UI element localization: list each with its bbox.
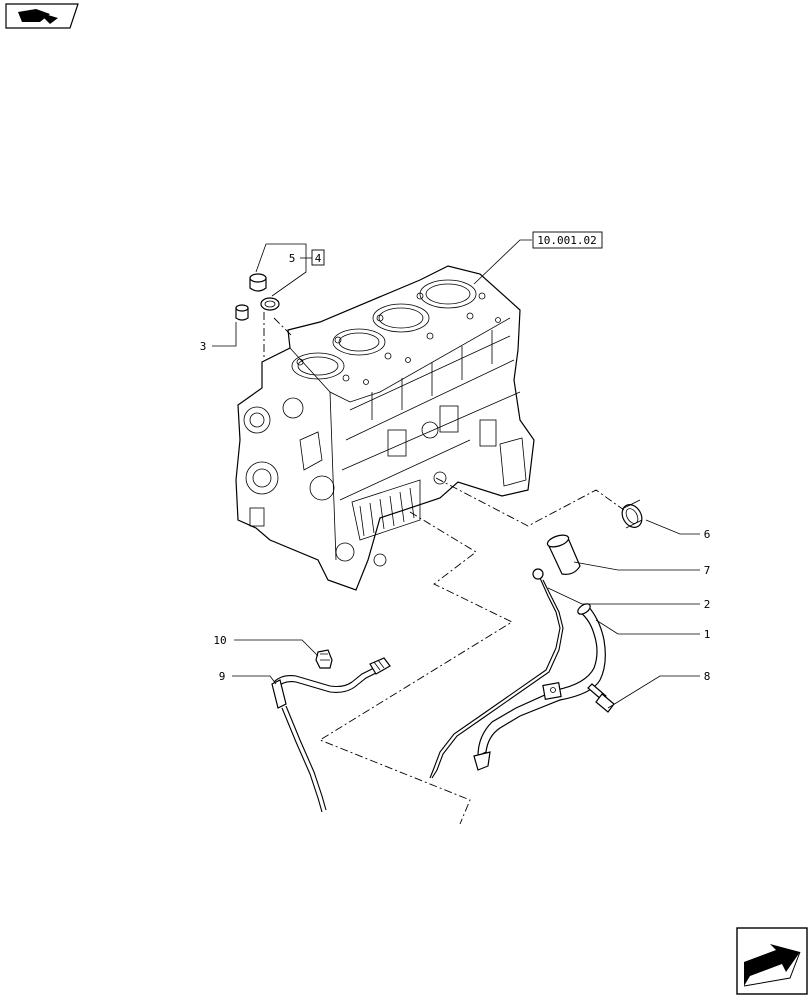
callout-1-label: 1 bbox=[704, 628, 711, 641]
engine-block bbox=[235, 265, 535, 591]
book-nav-icon[interactable] bbox=[5, 3, 79, 29]
part-1-guide-tube bbox=[473, 603, 606, 771]
next-page-arrow-icon[interactable] bbox=[736, 927, 808, 995]
callout-5-label: 5 bbox=[289, 252, 296, 265]
callout-2-label: 2 bbox=[704, 598, 711, 611]
callout-8-label: 8 bbox=[704, 670, 711, 683]
part-4-washer bbox=[260, 297, 280, 311]
leader-lines bbox=[212, 239, 700, 709]
callout-3-label: 3 bbox=[200, 340, 207, 353]
callout-10-label: 10 bbox=[213, 634, 226, 647]
ref-label: 10.001.02 bbox=[537, 234, 597, 247]
part-2-dipstick bbox=[429, 568, 564, 779]
part-8-bolt bbox=[587, 683, 615, 713]
assembly-lines bbox=[263, 312, 625, 825]
part-10-clip bbox=[315, 649, 333, 669]
callout-4-label: 4 bbox=[315, 252, 322, 265]
part-3-plug bbox=[235, 304, 249, 321]
part-7-cap bbox=[546, 534, 581, 575]
callout-ref[interactable]: 10.001.02 bbox=[532, 231, 603, 249]
callout-6-label: 6 bbox=[704, 528, 711, 541]
part-5-plug bbox=[249, 273, 267, 292]
part-6-seal bbox=[621, 499, 643, 529]
callout-9-label: 9 bbox=[219, 670, 226, 683]
callout-7-label: 7 bbox=[704, 564, 711, 577]
part-9-dipstick-assembly bbox=[271, 657, 391, 813]
callout-4[interactable]: 4 bbox=[311, 249, 325, 266]
